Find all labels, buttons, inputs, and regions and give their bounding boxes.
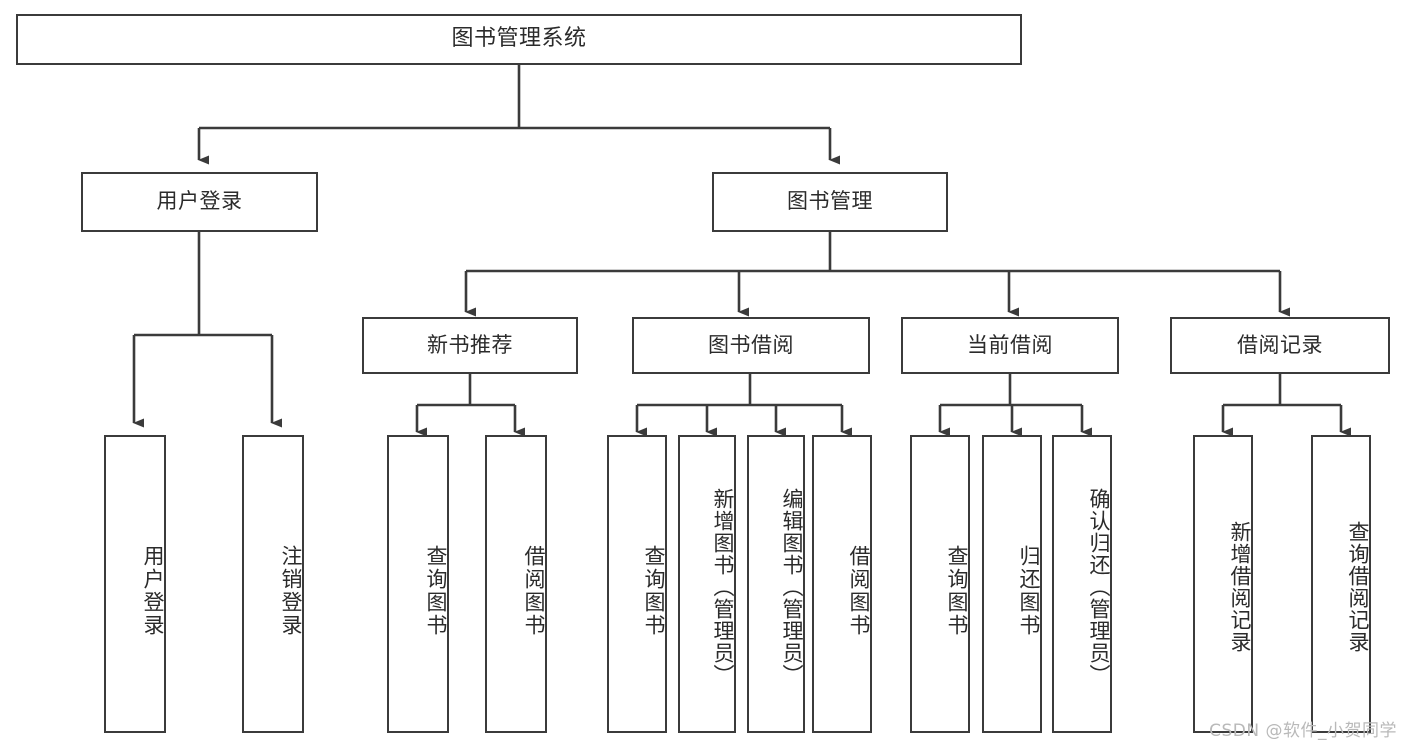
node-book-borrow[interactable]: 图书借阅 bbox=[632, 317, 870, 374]
node-root-system[interactable]: 图书管理系统 bbox=[16, 14, 1022, 65]
node-new-book-recommend[interactable]: 新书推荐 bbox=[362, 317, 578, 374]
leaf-borrow-query-book[interactable]: 查询图书 bbox=[607, 435, 667, 733]
leaf-user-login-logout[interactable]: 注销登录 bbox=[242, 435, 304, 733]
leaf-record-add-record[interactable]: 新增借阅记录 bbox=[1193, 435, 1253, 733]
node-user-login[interactable]: 用户登录 bbox=[81, 172, 318, 232]
leaf-new-book-borrow[interactable]: 借阅图书 bbox=[485, 435, 547, 733]
leaf-record-query-record[interactable]: 查询借阅记录 bbox=[1311, 435, 1371, 733]
leaf-borrow-borrow-book[interactable]: 借阅图书 bbox=[812, 435, 872, 733]
leaf-current-query-book[interactable]: 查询图书 bbox=[910, 435, 970, 733]
leaf-current-confirm-return-admin[interactable]: 确认归还（管理员） bbox=[1052, 435, 1112, 733]
node-current-borrow[interactable]: 当前借阅 bbox=[901, 317, 1119, 374]
leaf-user-login-login[interactable]: 用户登录 bbox=[104, 435, 166, 733]
leaf-borrow-edit-book-admin[interactable]: 编辑图书（管理员） bbox=[747, 435, 805, 733]
csdn-watermark: CSDN @软件_小贺同学 bbox=[1209, 721, 1397, 741]
leaf-current-return-book[interactable]: 归还图书 bbox=[982, 435, 1042, 733]
leaf-borrow-add-book-admin[interactable]: 新增图书（管理员） bbox=[678, 435, 736, 733]
node-book-management[interactable]: 图书管理 bbox=[712, 172, 948, 232]
node-borrow-record[interactable]: 借阅记录 bbox=[1170, 317, 1390, 374]
leaf-new-book-query[interactable]: 查询图书 bbox=[387, 435, 449, 733]
